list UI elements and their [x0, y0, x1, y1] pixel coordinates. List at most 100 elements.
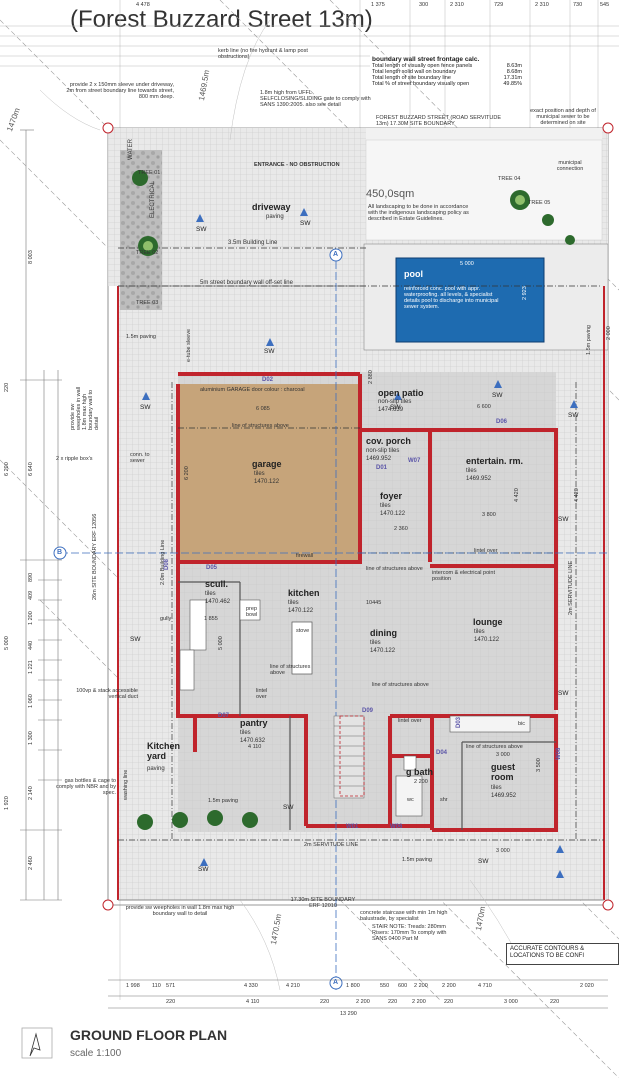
- gate-note: 1.8m high from UFFL SELFCLOSING/SLIDING …: [260, 90, 371, 109]
- pool-dim: 5 000: [460, 261, 474, 267]
- window-tag: W07: [408, 458, 421, 464]
- room-foyer-level: 1470.122: [380, 511, 406, 517]
- room-pantry-finish: tiles: [240, 730, 251, 736]
- bottom-dim: 1 998: [126, 983, 140, 989]
- bottom-3000-dim: 3 000: [496, 848, 510, 854]
- room-foyer-finish: tiles: [380, 503, 391, 509]
- room-cov-porch-level: 1469.952: [366, 456, 392, 462]
- wc-label: wc: [407, 797, 414, 803]
- room-kitchen-yard-finish: paving: [147, 766, 165, 772]
- bottom-dim-2: 2 200: [356, 999, 370, 1005]
- structures-above-kitchen: line of structures above: [270, 664, 311, 677]
- room-lounge: lounge: [473, 617, 503, 627]
- weepholes-bottom-note: provide sw weepholes in wall 1.8m max hi…: [125, 905, 235, 918]
- guest-width-dim: 3 000: [496, 752, 510, 758]
- entrance-note: ENTRANCE - NO OBSTRUCTION: [254, 162, 340, 168]
- top-dim: 545: [600, 2, 610, 8]
- intercom-note: intercom & electrical point position: [432, 570, 495, 583]
- weepholes-left-note: provide sw weepholes in wall 1.8m max hi…: [70, 386, 101, 430]
- bottom-dim: 4 710: [478, 983, 492, 989]
- bottom-dim: 1 800: [346, 983, 360, 989]
- sw-marker: SW: [283, 804, 294, 811]
- etube-label: e-tube sleeve: [186, 328, 192, 362]
- calc-heading: boundary wall street frontage calc.: [372, 56, 480, 63]
- sw-marker: SW: [198, 866, 209, 873]
- aluminium-door-note: aluminium GARAGE door colour : charcoal: [200, 387, 305, 393]
- sw-marker: SW: [478, 858, 489, 865]
- lintel-over-kitchen: lintel over: [256, 688, 268, 701]
- left-dim: 890: [28, 572, 34, 582]
- left-dim: 5 000: [4, 636, 10, 650]
- stair-note: STAIR NOTE: Treads: 280mm Risers: 170mm …: [372, 924, 447, 943]
- structures-above-garage: line of structures above: [232, 423, 289, 429]
- shr-label: shr: [440, 797, 448, 803]
- paving-label-side: 1.5m paving: [586, 325, 592, 355]
- room-open-patio: open patio: [378, 388, 424, 398]
- building-line-3-5: 3.5m Building Line: [228, 240, 278, 246]
- guest-bath-dim: 2 200: [414, 779, 428, 785]
- plan-title: GROUND FLOOR PLAN: [70, 1027, 228, 1043]
- garage-height-dim: 6 200: [184, 466, 190, 480]
- room-kitchen-yard: Kitchen yard: [147, 741, 181, 761]
- lintel-over-stair: lintel over: [398, 718, 422, 724]
- room-dining-finish: tiles: [370, 640, 381, 646]
- bottom-dim: 2 200: [442, 983, 456, 989]
- left-dim: 1 221: [28, 660, 34, 674]
- room-pool: pool: [404, 269, 423, 279]
- washing-line-label: washing line: [123, 769, 129, 800]
- left-dim: 440: [28, 640, 34, 650]
- bottom-dim-2: 220: [166, 999, 176, 1005]
- bottom-dim-2: 220: [320, 999, 330, 1005]
- boundary-wall-calc: boundary wall street frontage calc. Tota…: [372, 56, 522, 87]
- top-dim: 2 310: [535, 2, 549, 8]
- sw-marker: SW: [300, 220, 311, 227]
- sw-marker: SW: [558, 516, 569, 523]
- kerb-note: kerb line (no fire hydrant & lamp post o…: [218, 48, 308, 61]
- room-pantry-level: 1470.632: [240, 738, 266, 744]
- room-lounge-level: 1470.122: [474, 637, 500, 643]
- door-tag: D08: [164, 558, 170, 570]
- staircase-note: concrete staircase with min 1m high balu…: [360, 910, 448, 923]
- bottom-dim-2: 220: [388, 999, 398, 1005]
- room-open-patio-finish: non-slip tiles: [378, 399, 412, 405]
- bottom-dim-2: 2 200: [412, 999, 426, 1005]
- sewer-note: exact position and depth of municipal se…: [530, 108, 596, 127]
- entertain-height-dim: 4 420: [514, 488, 520, 502]
- offset-line: 5m street boundary wall off-set line: [200, 280, 293, 286]
- left-dim: 2 140: [28, 786, 34, 800]
- room-guest: guest room: [491, 762, 516, 782]
- room-entertainment: entertain. rm.: [466, 456, 524, 466]
- sw-marker: SW: [140, 404, 151, 411]
- structures-above-dining: line of structures above: [372, 682, 429, 688]
- door-tag: D02: [262, 377, 274, 383]
- scullery-width-dim: 1 855: [204, 616, 218, 622]
- gully-label: gully: [160, 616, 172, 622]
- bottom-dim: 4 330: [244, 983, 258, 989]
- room-garage: garage: [252, 459, 282, 469]
- left-dim: 1 060: [28, 694, 34, 708]
- guest-height-dim: 3 500: [536, 758, 542, 772]
- room-garage-level: 1470.122: [254, 479, 280, 485]
- room-driveway-finish: paving: [266, 214, 284, 220]
- left-dim: 6 640: [28, 462, 34, 476]
- right-dim: 2 000: [606, 326, 612, 340]
- sw-marker: SW: [196, 226, 207, 233]
- room-kitchen-finish: tiles: [288, 600, 299, 606]
- grid-axis-b: B: [57, 549, 63, 556]
- electrical-label: ELECTRICAL: [150, 180, 156, 218]
- room-guest-bath: g bath: [406, 767, 433, 777]
- room-dining: dining: [370, 628, 397, 638]
- top-dim: 1 375: [371, 2, 385, 8]
- grid-axis-a-top: A: [333, 251, 339, 258]
- site-area: 450,0sqm: [366, 188, 415, 200]
- bottom-dim-2: 220: [550, 999, 560, 1005]
- plan-street-title: (Forest Buzzard Street 13m): [70, 6, 373, 33]
- patio-height-dim: 2 880: [368, 370, 374, 384]
- municipal-note: municipal connection: [556, 160, 584, 173]
- room-scullery: scull.: [205, 579, 229, 589]
- paving-label-bottom: 1.5m paving: [208, 798, 238, 804]
- room-lounge-finish: tiles: [474, 629, 485, 635]
- room-kitchen: kitchen: [288, 588, 320, 598]
- water-label: WATER: [128, 139, 134, 160]
